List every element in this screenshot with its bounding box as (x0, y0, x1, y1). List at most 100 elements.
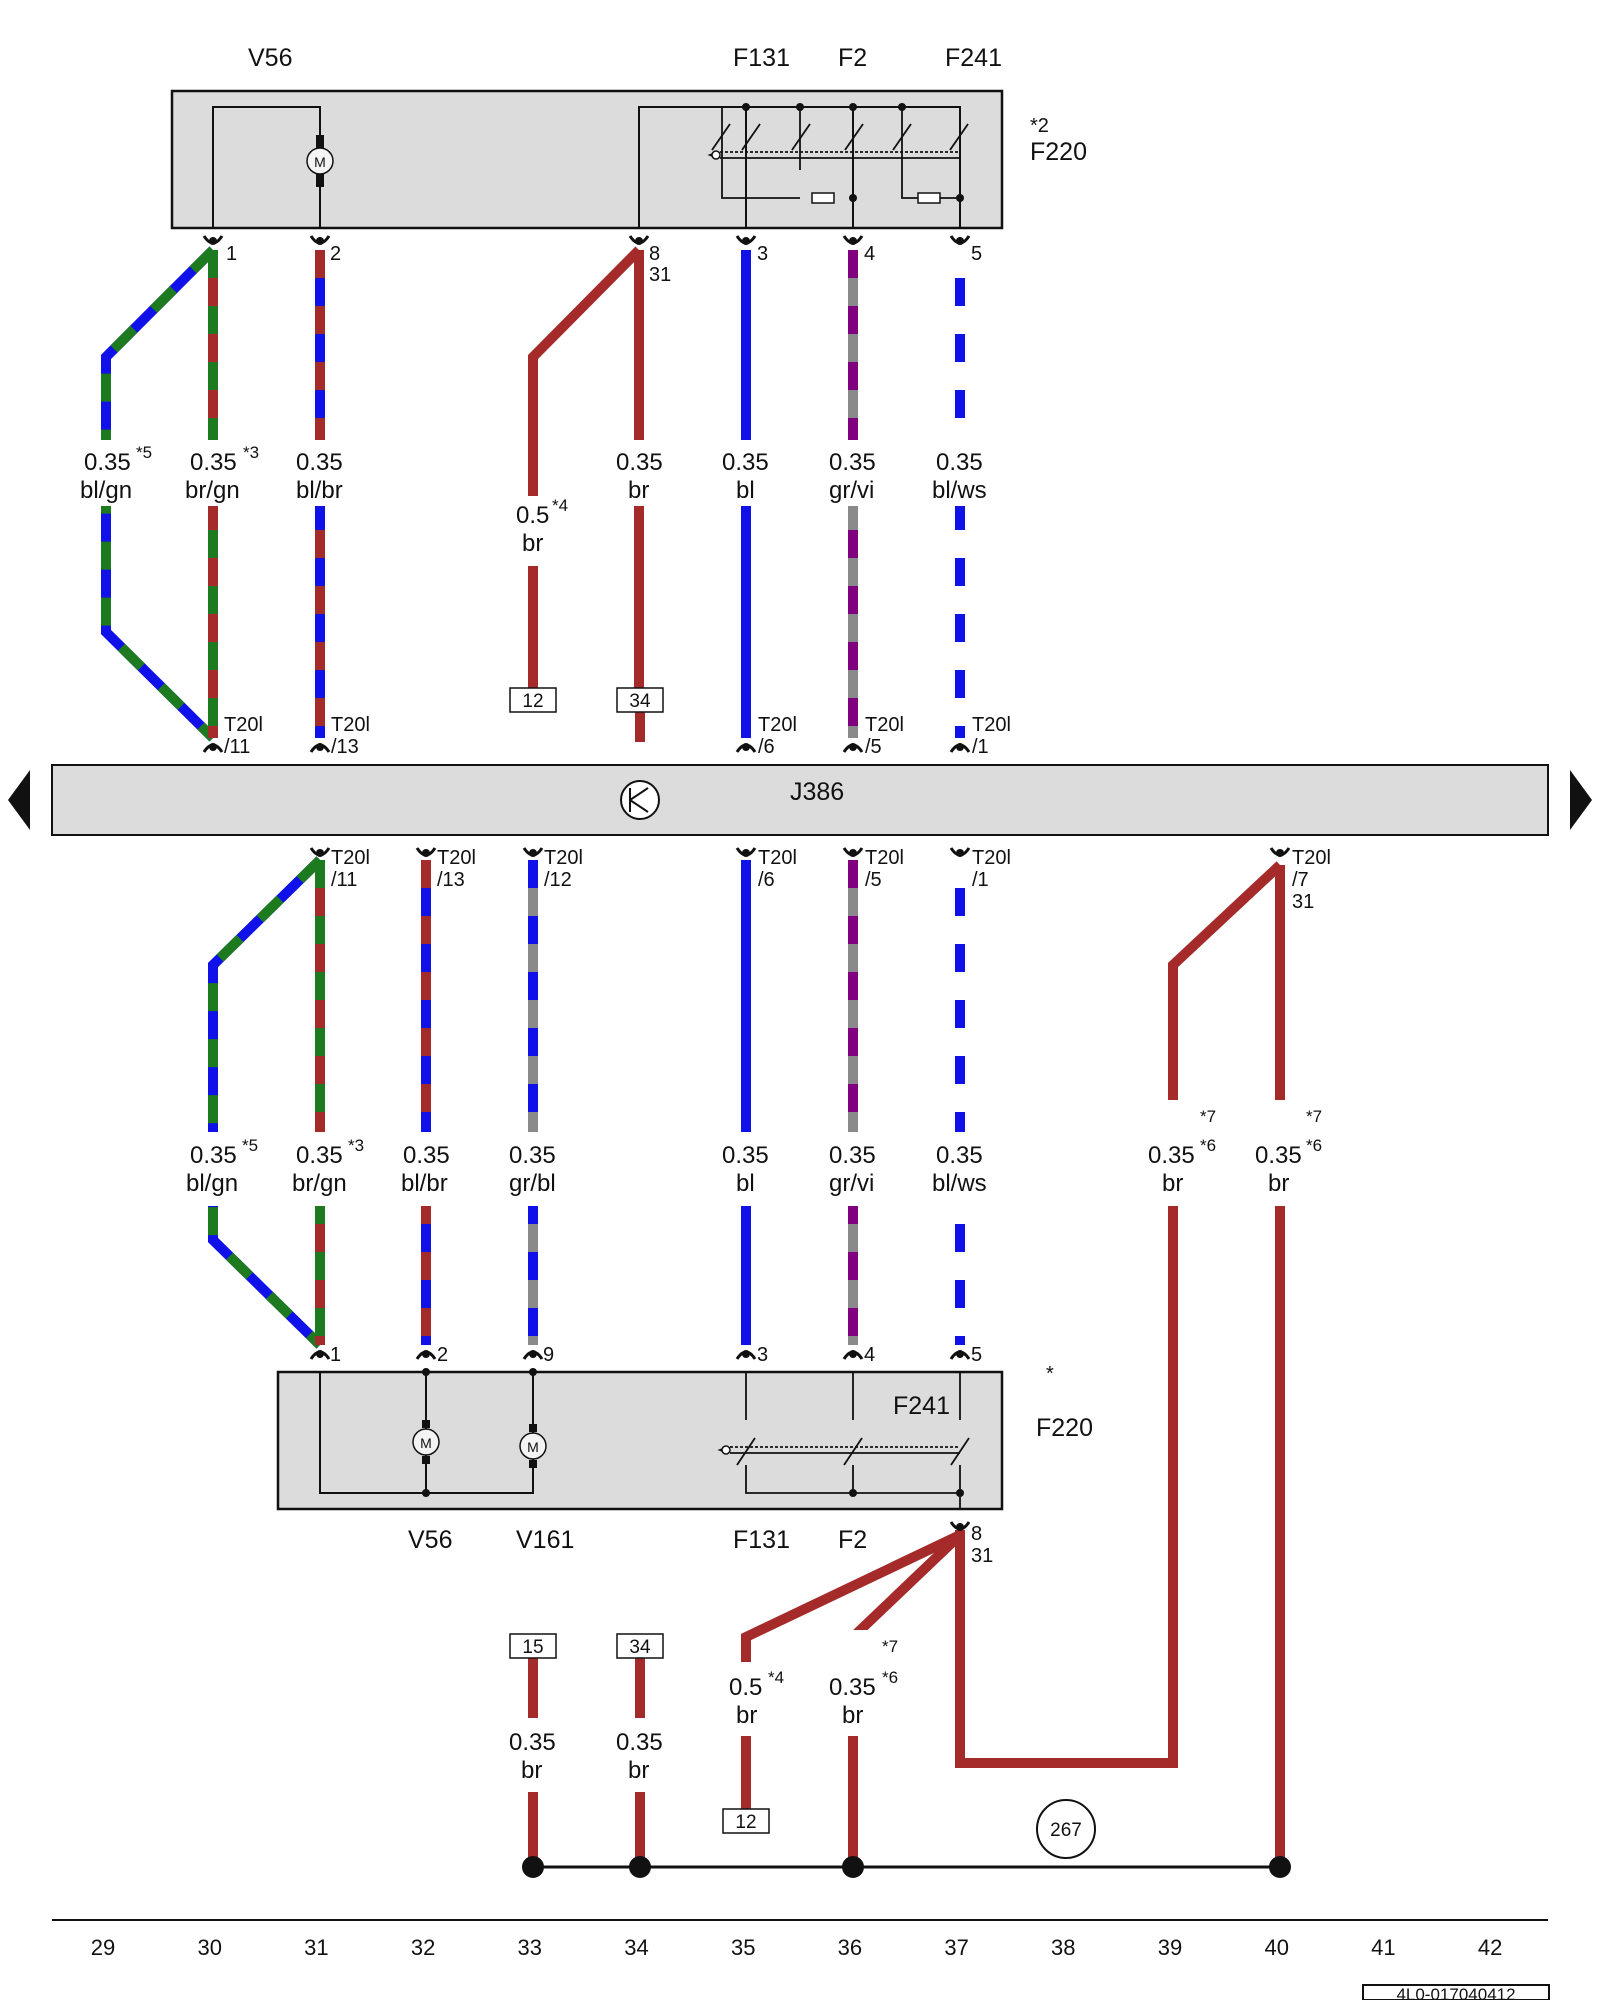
module-label-j386: J386 (790, 778, 844, 806)
connector-label: /12 (544, 869, 572, 891)
connector-pin (309, 847, 331, 857)
wire-color: br (1268, 1170, 1289, 1197)
ground-point: 267 (1036, 1799, 1096, 1859)
wire-size: 0.35 (616, 1729, 663, 1756)
connector-label: /1 (972, 736, 989, 758)
motor-icon (412, 1428, 440, 1456)
wire-color: bl (736, 477, 755, 504)
wire-size: 0.35 (722, 1142, 769, 1169)
wire-size: 0.5 (516, 502, 549, 529)
wire-size: 0.35 (403, 1142, 450, 1169)
wire-size: 0.35 (190, 1142, 237, 1169)
wire-note: *5 (136, 443, 152, 462)
column-number: 41 (1371, 1935, 1395, 1960)
column-number: 35 (731, 1935, 755, 1960)
wire-color: br (521, 1757, 542, 1784)
transistor-icon (620, 780, 660, 820)
connector-pin (415, 1350, 437, 1360)
svg-text:M: M (314, 154, 326, 170)
connector-pin (628, 235, 650, 245)
comp-label-u-f2: F2 (838, 44, 867, 72)
pin-label: 3 (757, 243, 768, 265)
connector-pin (949, 1521, 971, 1531)
wire-size: 0.35 (722, 449, 769, 476)
wire-br (955, 861, 1284, 1768)
wire-color: bl/gn (80, 477, 132, 504)
connector-pin (522, 1350, 544, 1360)
unit-note-lower: * (1046, 1363, 1054, 1385)
column-number: 38 (1051, 1935, 1075, 1960)
column-number: 34 (624, 1935, 648, 1960)
wire-color: bl/ws (932, 1170, 987, 1197)
connector-label: T20l (972, 847, 1011, 869)
wire-note: *5 (242, 1136, 258, 1155)
column-number: 39 (1158, 1935, 1182, 1960)
wire-size: 0.35 (829, 1142, 876, 1169)
connector-pin (735, 743, 757, 753)
connector-pin (842, 847, 864, 857)
wire-size: 0.35 (829, 449, 876, 476)
ref-box: 34 (616, 687, 664, 713)
connector-pin (949, 1350, 971, 1360)
pin-label: 4 (864, 243, 875, 265)
connector-label: /13 (331, 736, 359, 758)
wire-color: bl/gn (186, 1170, 238, 1197)
wires (101, 246, 1285, 1867)
wire-color: bl (736, 1170, 755, 1197)
column-number: 30 (197, 1935, 221, 1960)
wire-color: gr/vi (829, 477, 874, 504)
connector-pin (522, 847, 544, 857)
wire-size: 0.35 (509, 1729, 556, 1756)
column-number: 40 (1264, 1935, 1288, 1960)
connector-pin (309, 743, 331, 753)
column-number: 31 (304, 1935, 328, 1960)
wire-note: *7 (1306, 1107, 1322, 1126)
connector-label: T20l (865, 714, 904, 736)
connector-symbols (202, 235, 1291, 1531)
svg-text:M: M (420, 1435, 432, 1451)
connector-label: 31 (1292, 891, 1314, 913)
pin-label: 2 (330, 243, 341, 265)
connector-label: /1 (972, 869, 989, 891)
lower-unit: M M (276, 1368, 1004, 1511)
comp-label-l-v56: V56 (408, 1526, 452, 1554)
pin-label: 9 (543, 1344, 554, 1366)
wire-color: gr/vi (829, 1170, 874, 1197)
connector-pin (842, 235, 864, 245)
connector-label: T20l (331, 847, 370, 869)
column-number: 37 (944, 1935, 968, 1960)
wire-note: *3 (243, 443, 259, 462)
column-number: 32 (411, 1935, 435, 1960)
motor-icon (306, 147, 334, 175)
connector-label: T20l (865, 847, 904, 869)
wire-size: 0.35 (936, 1142, 983, 1169)
ref-box: 12 (509, 687, 557, 713)
connector-label: T20l (1292, 847, 1331, 869)
column-number: 29 (91, 1935, 115, 1960)
connector-label: /7 (1292, 869, 1309, 891)
unit-label-upper: F220 (1030, 138, 1087, 166)
connector-pin (735, 847, 757, 857)
wire-note: *4 (768, 1668, 784, 1687)
wire-color: bl/ws (932, 477, 987, 504)
unit-note-upper: *2 (1030, 115, 1049, 137)
connector-pin (309, 1350, 331, 1360)
motor-icon (519, 1432, 547, 1460)
pin-label: 5 (971, 1344, 982, 1366)
ref-label: 15 (522, 1637, 543, 1658)
column-number: 42 (1478, 1935, 1502, 1960)
connector-pin (842, 743, 864, 753)
connector-pin (202, 235, 224, 245)
wire-size: 0.35 (616, 449, 663, 476)
wire-note: *3 (348, 1136, 364, 1155)
pin-label: 5 (971, 243, 982, 265)
comp-label-l-f241: F241 (893, 1392, 950, 1420)
wire-size: 0.35 (829, 1674, 876, 1701)
wire-size: 0.5 (729, 1674, 762, 1701)
wire-size: 0.35 (296, 449, 343, 476)
pin-label: 4 (864, 1344, 875, 1366)
connector-label: /11 (331, 869, 357, 891)
wire-size: 0.35 (1255, 1142, 1302, 1169)
connector-pin (1269, 847, 1291, 857)
